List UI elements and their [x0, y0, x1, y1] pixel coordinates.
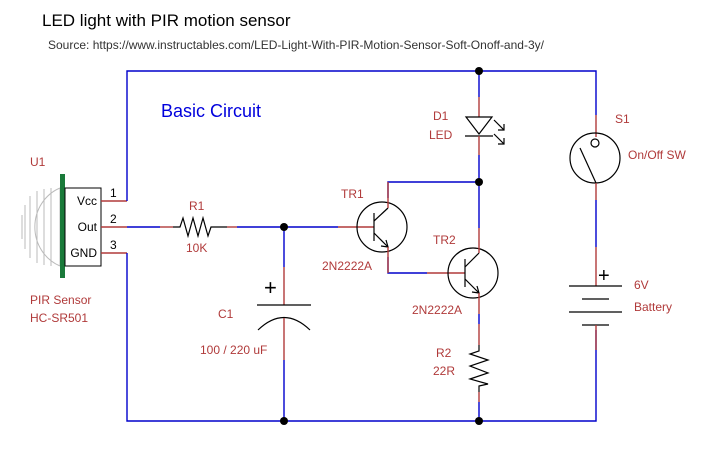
u1-ref-label: U1	[30, 155, 46, 169]
battery[interactable]: + 6V Battery	[569, 247, 672, 350]
r1-value-label: 10K	[186, 241, 207, 255]
s1-value-label: On/Off SW	[628, 148, 686, 162]
r2-value-label: 22R	[433, 364, 455, 378]
wire-tr1-emitter	[387, 257, 427, 274]
battery-value-label: 6V	[634, 278, 649, 292]
transistor-collector-line	[373, 207, 389, 222]
junction-node	[280, 417, 288, 425]
pir-sensor-u1[interactable]: U1 Vcc Out GND 1 2 3 PIR Sensor HC-SR501	[21, 155, 128, 325]
pin-gnd-label: GND	[70, 246, 97, 260]
capacitor-curved-plate-icon	[257, 317, 311, 331]
junction-node	[475, 67, 483, 75]
d1-ref-label: D1	[433, 109, 449, 123]
c1-value-label: 100 / 220 uF	[200, 343, 267, 357]
wire-tr1-collector	[387, 181, 480, 228]
junction-nodes	[280, 67, 483, 425]
tr1-ref-label: TR1	[341, 187, 364, 201]
diode-triangle-icon	[464, 116, 494, 135]
battery-plus-sign: +	[598, 265, 610, 287]
transistor-emitter-line	[373, 232, 389, 248]
r2-ref-label: R2	[436, 346, 452, 360]
wires	[126, 70, 597, 422]
pin-vcc-label: Vcc	[77, 194, 97, 208]
tr2-value-label: 2N2222A	[412, 303, 462, 317]
switch-envelope-icon	[569, 132, 621, 184]
c1-ref-label: C1	[218, 307, 234, 321]
pin-1-number: 1	[110, 186, 117, 200]
battery-name-label: Battery	[634, 300, 672, 314]
u1-model-label: HC-SR501	[30, 311, 88, 325]
tr2-ref-label: TR2	[433, 233, 456, 247]
sensor-lens-bar	[60, 174, 65, 278]
transistor-collector-line	[464, 252, 480, 268]
tr1-value-label: 2N2222A	[322, 259, 372, 273]
pin-3-number: 3	[110, 238, 117, 252]
switch-s1[interactable]: S1 On/Off SW	[569, 112, 686, 200]
transistor-envelope-icon	[447, 247, 499, 299]
resistor-zigzag-icon	[467, 345, 490, 392]
light-emission-icon	[493, 119, 505, 145]
c1-plus-sign: +	[264, 275, 277, 300]
wire-top-rail	[126, 70, 597, 191]
capacitor-c1[interactable]: + C1 100 / 220 uF	[200, 267, 311, 360]
resistor-r1[interactable]: R1 10K	[160, 199, 237, 255]
battery-cells-icon	[569, 285, 622, 326]
resistor-r2[interactable]: R2 22R	[433, 324, 490, 402]
junction-node	[475, 178, 483, 186]
source-link[interactable]: Source: https://www.instructables.com/LE…	[48, 38, 545, 52]
junction-node	[280, 223, 288, 231]
junction-node	[475, 417, 483, 425]
transistor-tr2[interactable]: TR2 2N2222A	[412, 228, 499, 317]
r1-ref-label: R1	[189, 199, 205, 213]
sensor-body	[64, 187, 102, 267]
transistor-emitter-line	[464, 278, 480, 294]
switch-contact-icon	[590, 138, 600, 148]
u1-name-label: PIR Sensor	[30, 293, 91, 307]
led-d1[interactable]: D1 LED	[429, 97, 505, 155]
resistor-zigzag-icon	[173, 215, 227, 239]
wire-bottom-rail	[126, 254, 597, 422]
circuit-heading: Basic Circuit	[161, 101, 261, 121]
transistor-envelope-icon	[356, 201, 408, 253]
sensor-dome-icon	[21, 187, 61, 267]
d1-value-label: LED	[429, 128, 453, 142]
pin-2-number: 2	[110, 212, 117, 226]
switch-lever-icon	[579, 147, 597, 184]
transistor-tr1[interactable]: TR1 2N2222A	[322, 182, 408, 273]
pin-out-label: Out	[78, 220, 98, 234]
page-title: LED light with PIR motion sensor	[42, 11, 291, 30]
s1-ref-label: S1	[615, 112, 630, 126]
